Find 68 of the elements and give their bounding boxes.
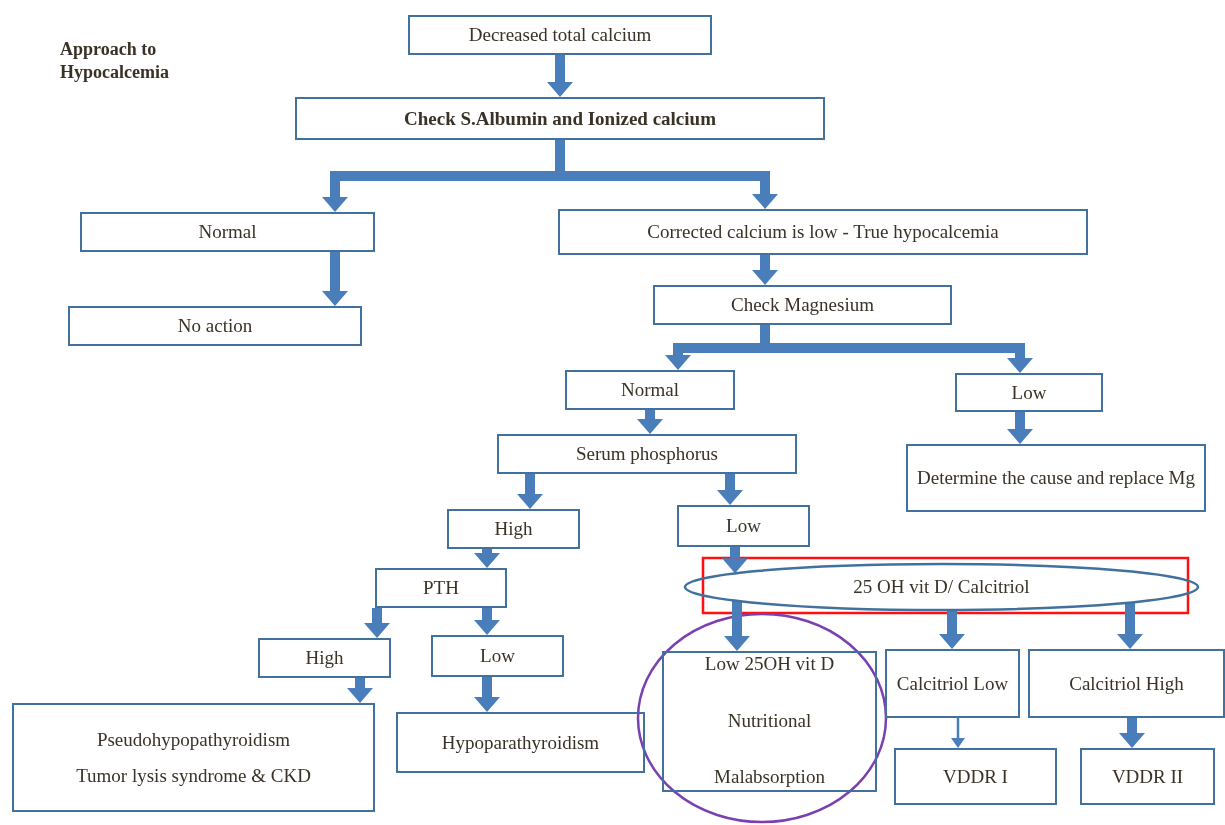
- process-box: [497, 434, 797, 474]
- node-text: VDDR II: [1111, 765, 1184, 788]
- arrow: [1007, 412, 1033, 444]
- arrow: [517, 474, 543, 509]
- process-box: [677, 505, 810, 547]
- process-box: [1080, 748, 1215, 805]
- node-text: Hypoparathyroidism: [441, 731, 600, 754]
- process-box: [68, 306, 362, 346]
- arrow: [637, 410, 663, 434]
- process-box: [565, 370, 735, 410]
- arrow: [1119, 718, 1145, 748]
- arrow: [347, 678, 373, 703]
- node-text: Tumor lysis syndrome & CKD: [76, 764, 311, 787]
- process-box: [447, 509, 580, 549]
- process-box: [80, 212, 375, 252]
- node-text: Determine the cause and replace Mg: [917, 467, 1195, 489]
- process-box: [258, 638, 391, 678]
- process-box: [955, 373, 1103, 412]
- process-box: [558, 209, 1088, 255]
- node-text: High: [494, 518, 533, 540]
- node-text: Serum phosphorus: [576, 443, 718, 465]
- node-text: Low: [1011, 381, 1047, 404]
- process-box: [12, 703, 375, 812]
- arrow: [951, 718, 965, 748]
- node-text: Check Magnesium: [731, 294, 874, 316]
- process-box: [906, 444, 1206, 512]
- arrow: [1117, 602, 1143, 649]
- node-text: Pseudohypopathyroidism: [96, 728, 291, 751]
- node-text: Calcitriol High: [1069, 672, 1184, 695]
- node-text: Calcitriol Low: [896, 672, 1009, 695]
- node-text: Normal: [198, 221, 257, 243]
- node-text: Normal: [620, 379, 679, 401]
- process-box: [408, 15, 712, 55]
- arrow: [724, 600, 750, 651]
- diagram-title: Approach to Hypocalcemia: [60, 38, 170, 85]
- process-box: [894, 748, 1057, 805]
- node-text: Malabsorption: [714, 766, 825, 788]
- process-box: [662, 651, 877, 792]
- arrow: [474, 549, 500, 568]
- node-text: Low: [726, 515, 761, 537]
- node-text: Corrected calcium is low - True hypocalcemia: [647, 221, 999, 243]
- node-text: PTH: [423, 577, 459, 599]
- arrow: [717, 474, 743, 505]
- process-box: [431, 635, 564, 677]
- node-text: Low 25OH vit D: [704, 653, 835, 675]
- process-box: [653, 285, 952, 325]
- node-text: High: [305, 647, 344, 669]
- node-text: 25 OH vit D/ Calcitriol: [853, 576, 1030, 598]
- node-text: Check S.Albumin and Ionized calcium: [404, 107, 716, 130]
- arrow: [322, 252, 348, 306]
- node-text: Decreased total calcium: [468, 24, 652, 46]
- node-text: VDDR I: [943, 765, 1008, 788]
- arrow: [474, 608, 500, 635]
- arrow: [939, 610, 965, 649]
- node-text: Low: [480, 645, 515, 667]
- arrow: [547, 55, 573, 97]
- node-text: No action: [177, 315, 253, 337]
- arrow: [722, 547, 748, 574]
- process-box: [1028, 649, 1225, 718]
- decision-ellipse: [683, 562, 1200, 612]
- process-box: [396, 712, 645, 773]
- process-box: [375, 568, 507, 608]
- node-text: Nutritional: [727, 709, 812, 732]
- arrow: [364, 608, 390, 638]
- arrow: [474, 677, 500, 712]
- process-box: [885, 649, 1020, 718]
- arrow: [752, 255, 778, 285]
- process-box: [295, 97, 825, 140]
